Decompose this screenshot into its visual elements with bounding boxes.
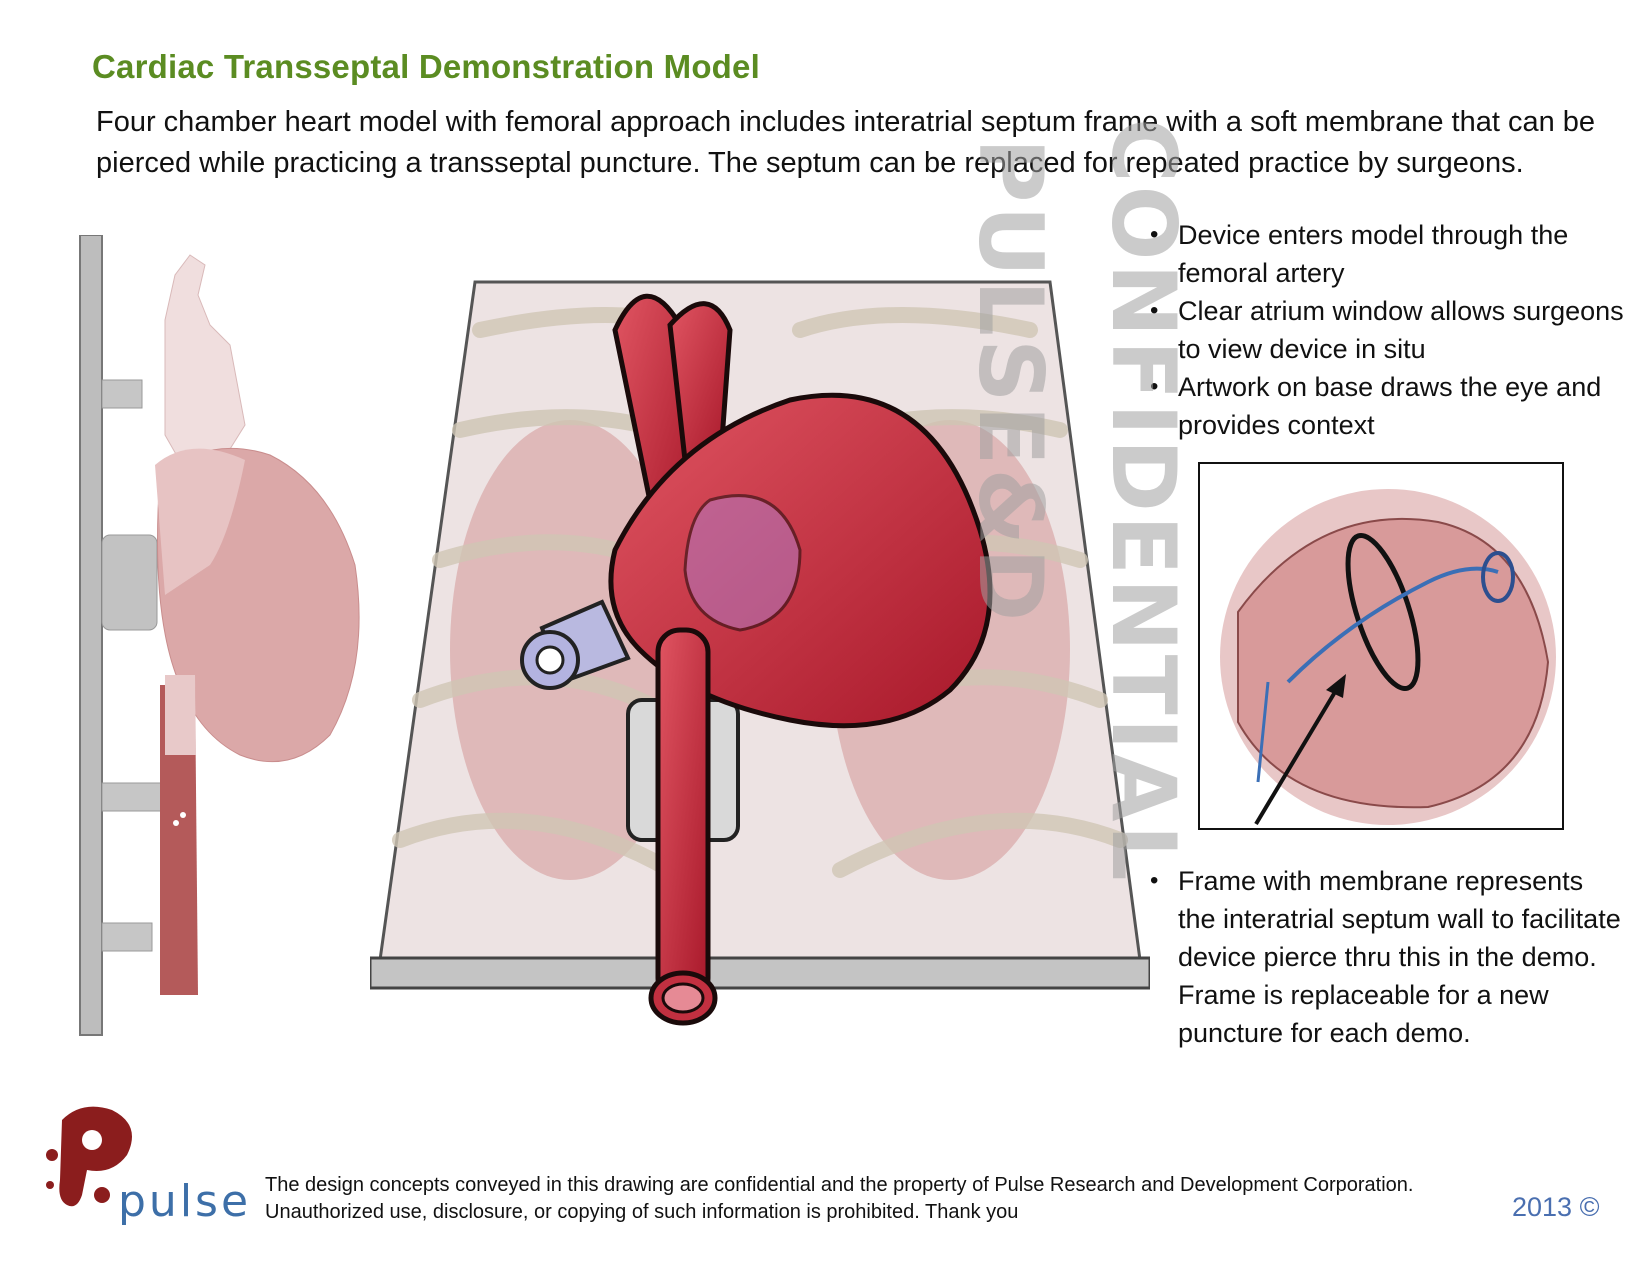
page-title: Cardiac Transseptal Demonstration Model <box>92 48 760 85</box>
pulse-logo-text: pulse <box>118 1176 252 1227</box>
intro-paragraph: Four chamber heart model with femoral ap… <box>96 106 1596 179</box>
bullet-icon: • <box>1150 373 1159 400</box>
side-view-heart-illustration <box>79 235 360 1036</box>
bullet-icon: • <box>1150 221 1159 248</box>
list-item: • Device enters model through the femoral… <box>1150 216 1625 292</box>
feature-list-top: • Device enters model through the femoral… <box>1150 216 1625 444</box>
heart-model-illustration <box>370 280 1150 1026</box>
list-item-text: Artwork on base draws the eye and provid… <box>1178 372 1602 440</box>
pulse-logo-icon <box>46 1106 132 1207</box>
list-item-text: Device enters model through the femoral … <box>1178 220 1569 288</box>
septum-inset-illustration <box>1198 462 1564 830</box>
list-item-text: Frame with membrane represents the inter… <box>1178 866 1621 1048</box>
bullet-icon: • <box>1150 297 1159 324</box>
confidentiality-disclaimer: The design concepts conveyed in this dra… <box>265 1174 1414 1223</box>
confidential-watermark: CONFIDENTIAL <box>1092 118 1195 884</box>
bullet-icon: • <box>1150 867 1159 894</box>
list-item: • Clear atrium window allows surgeons to … <box>1150 292 1625 368</box>
feature-list-bottom: • Frame with membrane represents the inte… <box>1150 862 1625 1052</box>
list-item: • Artwork on base draws the eye and provi… <box>1150 368 1625 444</box>
list-item-text: Clear atrium window allows surgeons to v… <box>1178 296 1624 364</box>
company-watermark: PULSE&D <box>959 138 1062 625</box>
list-item: • Frame with membrane represents the inte… <box>1150 862 1625 1052</box>
copyright-notice: 2013 © <box>1512 1192 1600 1222</box>
